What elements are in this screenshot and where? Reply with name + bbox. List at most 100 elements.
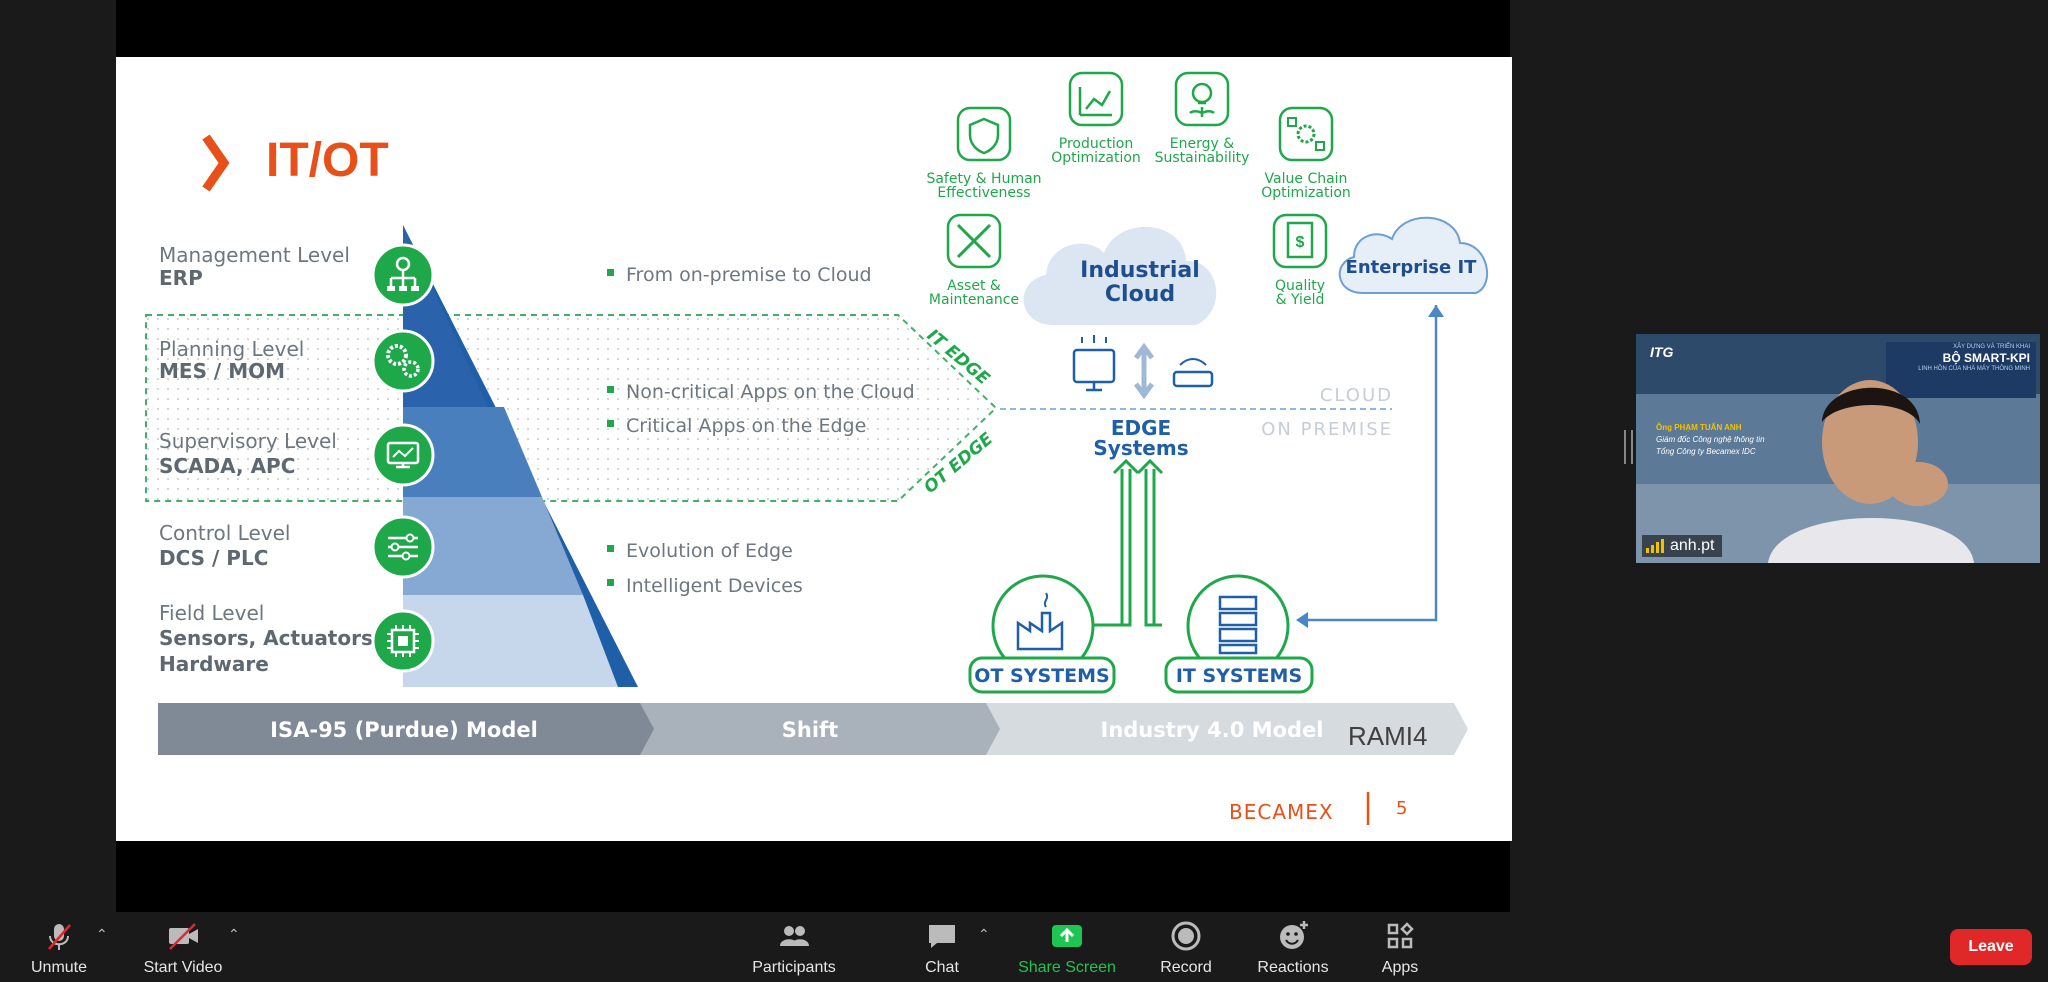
share-screen-button[interactable]: Share Screen [1016,912,1118,982]
share-screen-icon [1050,919,1084,953]
participants-label: Participants [752,959,836,976]
level-system: DCS / PLC [159,546,268,570]
page-number: 5 [1396,798,1407,819]
gears-icon [371,329,435,393]
app-icon-quality: $ [1272,213,1328,269]
start-video-button[interactable]: Start Video [138,912,228,982]
it-systems-node: IT SYSTEMS [1164,574,1314,694]
bottom-bar-label: Industry 4.0 Model [1101,718,1324,742]
bullet-text: Non-critical Apps on the Cloud [626,381,915,403]
on-premise-label: ON PREMISE [1261,419,1393,440]
signal-strength-icon [1646,539,1664,553]
enterprise-it-cloud [1338,216,1489,294]
edge-systems-label: EDGE [1111,416,1171,440]
level-icons [371,243,435,673]
speaker-title: Tổng Công ty Becamex IDC [1656,447,1756,456]
sliders-icon [371,515,435,579]
microphone-muted-icon [42,919,76,953]
apps-icon [1383,919,1417,953]
level-name: Planning Level [159,337,304,361]
app-label: Quality [1275,278,1325,294]
bidirectional-arrow-icon [1133,342,1155,400]
apps-button[interactable]: Apps [1376,912,1424,982]
app-label: Asset & [947,278,1001,294]
title-chevron-icon [202,134,230,192]
slide-title: IT/OT [266,134,389,187]
slide-canvas: IT/OT Management Level ERP Planning Leve… [145,71,1489,825]
bullet-text: Critical Apps on the Edge [626,415,866,437]
becamex-logo: BECAMEX [1229,800,1334,824]
bottom-bar-label: ISA-95 (Purdue) Model [270,718,538,742]
bottom-bar [158,703,654,755]
bottom-bar-label: Shift [782,718,838,742]
record-icon [1169,919,1203,953]
app-icon-energy [1174,71,1230,127]
app-label: Production [1059,136,1133,152]
video-options-caret-icon[interactable]: ⌃ [228,926,240,942]
audio-options-caret-icon[interactable]: ⌃ [96,926,108,942]
ot-systems-label: OT SYSTEMS [974,665,1109,687]
chat-options-caret-icon[interactable]: ⌃ [978,926,990,942]
app-label: Value Chain [1265,171,1348,187]
speaker-name: Ông PHẠM TUẤN ANH [1656,423,1742,432]
itg-logo: ITG [1650,344,1674,360]
app-icon-value-chain [1278,106,1334,162]
unmute-button[interactable]: Unmute [22,912,96,982]
start-video-label: Start Video [143,959,223,976]
participants-icon [777,919,811,953]
level-name: Control Level [159,521,290,545]
app-label: Maintenance [929,292,1019,308]
bullet-text: From on-premise to Cloud [626,264,872,286]
leave-button[interactable]: Leave [1950,929,2032,965]
participant-name: anh.pt [1670,537,1715,554]
app-label: Sustainability [1155,150,1250,166]
enterprise-it-label: Enterprise IT [1346,257,1478,278]
level-name: Management Level [159,243,350,267]
level-name: Supervisory Level [159,429,337,453]
bullet-text: Intelligent Devices [626,575,803,597]
participant-name-tag: anh.pt [1642,535,1723,557]
chat-icon [925,919,959,953]
share-screen-label: Share Screen [1018,959,1116,976]
chat-label: Chat [925,959,959,976]
app-label: & Yield [1276,292,1325,308]
reactions-button[interactable]: Reactions [1254,912,1332,982]
level-system: Hardware [159,652,269,676]
org-chart-icon [371,243,435,307]
chip-icon [371,609,435,673]
app-icon-safety [956,106,1012,162]
unmute-label: Unmute [30,959,88,976]
app-icon-production [1068,71,1124,127]
panel-splitter[interactable] [1624,430,1633,464]
level-system: SCADA, APC [159,454,295,478]
factory-icon [1016,592,1064,651]
app-label: Optimization [1261,185,1351,201]
record-button[interactable]: Record [1156,912,1216,982]
video-banner: XÂY DỰNG VÀ TRIỂN KHAI BỘ SMART-KPI LINH… [1900,344,2030,373]
participants-button[interactable]: Participants [746,912,842,982]
app-label: Safety & Human [926,171,1041,187]
meeting-toolbar: Unmute ⌃ Start Video ⌃ Participants Chat… [0,912,2048,982]
chat-button[interactable]: Chat [915,912,969,982]
industrial-cloud [1023,226,1217,325]
video-off-icon [166,919,200,953]
ot-systems-node: OT SYSTEMS [968,574,1116,694]
app-label: Optimization [1051,150,1141,166]
level-name: Field Level [159,601,264,625]
record-label: Record [1160,959,1212,976]
reactions-label: Reactions [1257,959,1329,976]
it-systems-label: IT SYSTEMS [1176,665,1302,687]
monitor-icon [371,423,435,487]
edge-computer-icon [1072,335,1116,392]
server-icon [1218,595,1258,655]
participant-video-tile[interactable]: ITG XÂY DỰNG VÀ TRIỂN KHAI BỘ SMART-KPI … [1636,334,2040,563]
industrial-cloud-label: Cloud [1105,282,1175,307]
banner-line: LINH HỒN CỦA NHÀ MÁY THÔNG MINH [1918,365,2030,372]
app-label: Energy & [1170,136,1234,152]
lower-third: Ông PHẠM TUẤN ANH Giám đốc Công nghệ thô… [1656,422,1765,458]
banner-title: BỘ SMART-KPI [1942,351,2030,366]
edge-zone [145,314,998,502]
industrial-cloud-label: Industrial [1080,258,1200,283]
reactions-icon [1276,919,1310,953]
cloud-label: CLOUD [1320,385,1393,406]
